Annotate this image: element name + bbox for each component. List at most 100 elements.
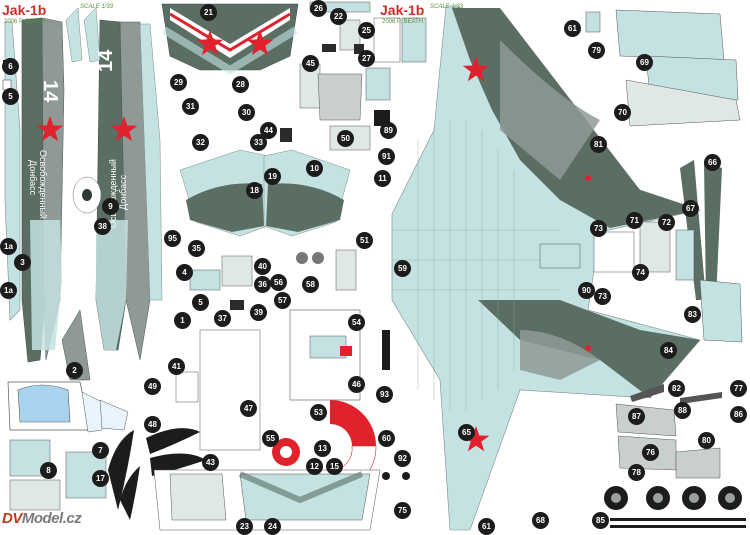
part-number-label: 44 <box>260 122 277 139</box>
flaps-and-fairings <box>585 9 741 127</box>
part-number-label: 50 <box>337 130 354 147</box>
navigation-light <box>585 345 591 351</box>
part-number-label: 68 <box>532 512 549 529</box>
part-number-label: 93 <box>376 386 393 403</box>
part-number-label: 29 <box>170 74 187 91</box>
part-number-label: 80 <box>698 432 715 449</box>
small-fittings <box>189 249 357 310</box>
part-number-label: 2 <box>66 362 83 379</box>
scale-left: SCALE 1/33 <box>80 4 114 10</box>
part-number-label: 66 <box>704 154 721 171</box>
fuselage-right-half <box>95 19 163 361</box>
part-number-label: 9 <box>102 198 119 215</box>
part-number-label: 67 <box>682 200 699 217</box>
part-number-label: 84 <box>660 342 677 359</box>
part-number-label: 69 <box>636 54 653 71</box>
part-number-label: 10 <box>306 160 323 177</box>
part-number-label: 89 <box>380 122 397 139</box>
part-number-label: 38 <box>94 218 111 235</box>
part-number-label: 70 <box>614 104 631 121</box>
navigation-light <box>585 175 591 181</box>
part-number-label: 32 <box>192 134 209 151</box>
cockpit-interior-parts <box>280 1 427 151</box>
sheet-title-right: Jak-1b <box>380 2 425 18</box>
part-number-label: 22 <box>330 8 347 25</box>
part-number-label: 74 <box>632 264 649 281</box>
landing-gear-bay <box>153 469 381 531</box>
part-number-label: 12 <box>306 458 323 475</box>
part-number-label: 82 <box>668 380 685 397</box>
tactical-number-right: 14 <box>95 49 117 72</box>
part-number-label: 92 <box>394 450 411 467</box>
copyright-left: 2006 P. BEATH <box>4 19 46 25</box>
part-number-label: 3 <box>14 254 31 271</box>
brand-suffix: .cz <box>62 510 82 527</box>
part-number-label: 4 <box>176 264 193 281</box>
gear-struts <box>610 518 746 528</box>
main-wheels <box>604 486 742 510</box>
part-number-label: 40 <box>254 258 271 275</box>
part-number-label: 25 <box>358 22 375 39</box>
part-number-label: 19 <box>264 168 281 185</box>
part-number-label: 5 <box>2 88 19 105</box>
part-number-label: 88 <box>674 402 691 419</box>
part-number-label: 86 <box>730 406 747 423</box>
part-number-label: 73 <box>590 220 607 237</box>
canopy-parts <box>7 381 129 433</box>
part-number-label: 61 <box>564 20 581 37</box>
part-number-label: 39 <box>250 304 267 321</box>
part-number-label: 6 <box>2 58 19 75</box>
part-number-label: 45 <box>302 55 319 72</box>
part-number-label: 23 <box>236 518 253 535</box>
part-number-label: 95 <box>164 230 181 247</box>
part-number-label: 77 <box>730 380 747 397</box>
horizontal-stabiliser <box>179 149 351 237</box>
part-number-label: 83 <box>684 306 701 323</box>
part-number-label: 87 <box>628 408 645 425</box>
part-number-label: 78 <box>628 464 645 481</box>
slogan-right-line1: Освобожденный <box>108 159 118 228</box>
part-number-label: 36 <box>254 276 271 293</box>
part-number-label: 27 <box>358 50 375 67</box>
part-number-label: 56 <box>270 274 287 291</box>
part-number-label: 60 <box>378 430 395 447</box>
part-number-label: 73 <box>594 288 611 305</box>
part-number-label: 57 <box>274 292 291 309</box>
part-number-label: 76 <box>642 444 659 461</box>
part-number-label: 51 <box>356 232 373 249</box>
part-number-label: 31 <box>182 98 199 115</box>
brand-watermark: DVModel.cz <box>2 510 82 527</box>
part-number-label: 24 <box>264 518 281 535</box>
part-number-label: 17 <box>92 470 109 487</box>
slogan-left-line1: Освобожденный <box>38 150 48 219</box>
part-number-label: 46 <box>348 376 365 393</box>
part-number-label: 1 <box>174 312 191 329</box>
part-number-label: 59 <box>394 260 411 277</box>
engine-cowling-top <box>161 3 299 75</box>
part-number-label: 71 <box>626 212 643 229</box>
part-number-label: 8 <box>40 462 57 479</box>
part-number-label: 75 <box>394 502 411 519</box>
part-number-label: 33 <box>250 134 267 151</box>
slogan-left-line2: Донбасс <box>28 160 38 196</box>
part-number-label: 65 <box>458 424 475 441</box>
part-number-label: 15 <box>326 458 343 475</box>
part-number-label: 58 <box>302 276 319 293</box>
part-number-label: 47 <box>240 400 257 417</box>
part-number-label: 91 <box>378 148 395 165</box>
exhaust-stacks <box>630 384 722 404</box>
part-number-label: 13 <box>314 440 331 457</box>
part-number-label: 43 <box>202 454 219 471</box>
part-number-label: 26 <box>310 0 327 17</box>
sheet-title-left: Jak-1b <box>2 2 47 18</box>
part-number-label: 5 <box>192 294 209 311</box>
part-number-label: 35 <box>188 240 205 257</box>
part-number-label: 1a <box>0 282 17 299</box>
part-number-label: 72 <box>658 214 675 231</box>
spinner-hub <box>82 189 92 201</box>
part-number-label: 48 <box>144 416 161 433</box>
part-number-label: 7 <box>92 442 109 459</box>
part-number-label: 37 <box>214 310 231 327</box>
